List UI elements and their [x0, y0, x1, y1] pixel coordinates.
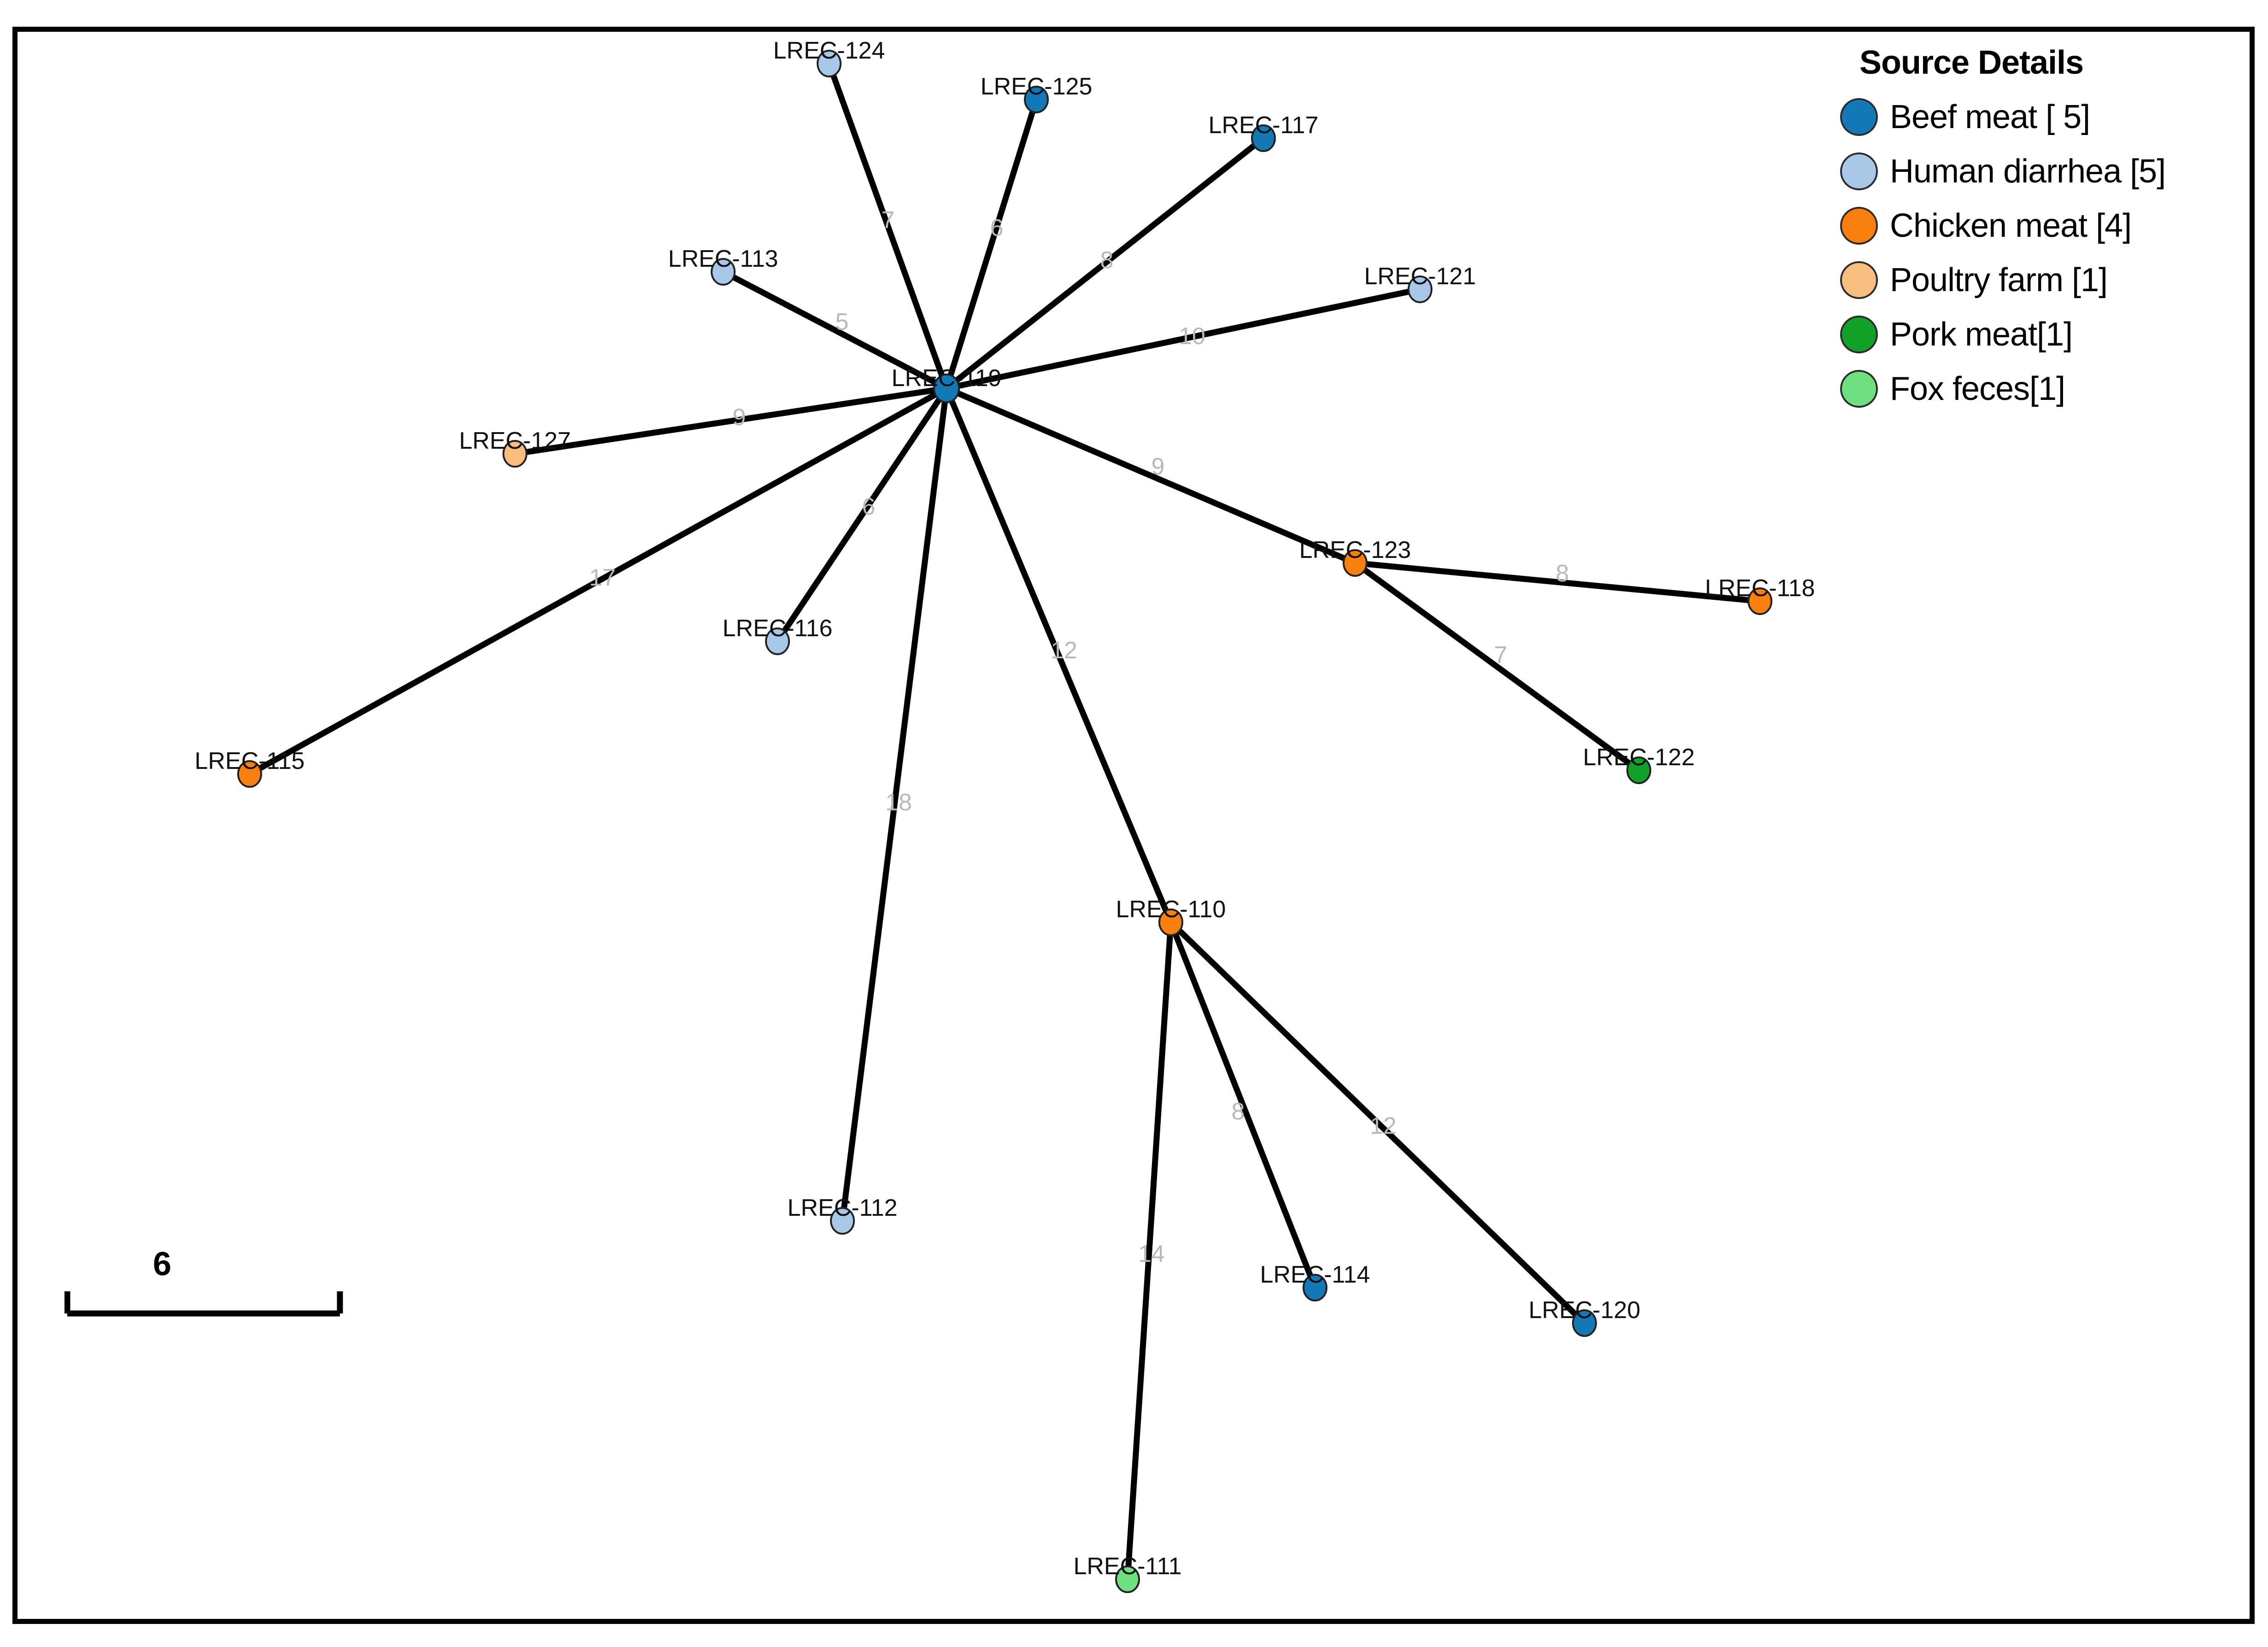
scale-bar: 6: [64, 1246, 350, 1331]
node-LREC-115[interactable]: [237, 760, 262, 788]
edges-layer: [246, 60, 1763, 1583]
node-label-LREC-112: LREC-112: [787, 1195, 898, 1221]
edge-LREC-123-LREC-118: [1352, 560, 1763, 604]
edge-weight-label: 17: [589, 564, 616, 591]
edge-weight-label: 5: [835, 309, 849, 335]
edge-weight-label: 8: [1555, 560, 1569, 587]
edge-LREC-110-LREC-114: [1168, 919, 1318, 1291]
legend-item-3[interactable]: Poultry farm [1]: [1840, 253, 2227, 307]
node-label-LREC-110: LREC-110: [1116, 896, 1226, 923]
node-label-LREC-125: LREC-125: [980, 73, 1093, 100]
node-LREC-110[interactable]: [1158, 908, 1183, 936]
edge-weight-label: 18: [885, 789, 912, 816]
node-LREC-114[interactable]: [1303, 1274, 1327, 1301]
edge-weight-label: 14: [1138, 1241, 1165, 1267]
edge-weight-label: 7: [881, 207, 895, 234]
edge-LREC-119-LREC-124: [826, 60, 950, 392]
edge-weight-label: 8: [1100, 247, 1114, 274]
edge-LREC-119-LREC-127: [512, 385, 950, 457]
legend-item-1[interactable]: Human diarrhea [5]: [1840, 144, 2227, 199]
edge-weight-label: 7: [1494, 642, 1508, 668]
legend-item-label: Beef meat [ 5]: [1890, 99, 2090, 135]
node-label-LREC-118: LREC-118: [1705, 575, 1815, 602]
node-label-LREC-113: LREC-113: [668, 246, 778, 272]
edge-LREC-110-LREC-111: [1124, 919, 1174, 1583]
edge-weight-label: 9: [732, 404, 746, 431]
figure-frame: [12, 27, 2255, 1624]
node-label-LREC-124: LREC-124: [773, 37, 885, 64]
node-label-LREC-111: LREC-111: [1073, 1553, 1182, 1580]
legend-item-label: Fox feces[1]: [1890, 370, 2065, 407]
legend-title: Source Details: [1859, 44, 2084, 81]
edge-weight-label: 10: [1179, 323, 1205, 350]
legend-item-4[interactable]: Pork meat[1]: [1840, 307, 2227, 362]
legend-swatch-icon: [1840, 152, 1878, 190]
node-LREC-124[interactable]: [817, 50, 842, 77]
node-label-LREC-121: LREC-121: [1364, 263, 1476, 290]
legend-item-label: Human diarrhea [5]: [1890, 153, 2166, 190]
legend-item-label: Poultry farm [1]: [1890, 262, 2108, 299]
edge-LREC-123-LREC-122: [1352, 560, 1642, 774]
node-LREC-116[interactable]: [765, 627, 790, 655]
edge-LREC-119-LREC-113: [720, 269, 950, 392]
edge-weight-label: 12: [1370, 1113, 1397, 1139]
legend: Source Details Beef meat [ 5] Human diarr…: [1840, 44, 2227, 416]
node-LREC-122[interactable]: [1626, 756, 1651, 784]
legend-swatch-icon: [1840, 207, 1878, 245]
node-label-LREC-119: LREC-119: [891, 365, 1002, 392]
legend-swatch-icon: [1840, 261, 1878, 299]
node-LREC-118[interactable]: [1748, 587, 1772, 615]
legend-item-2[interactable]: Chicken meat [4]: [1840, 199, 2227, 253]
nodes-layer: [237, 50, 1772, 1593]
legend-item-0[interactable]: Beef meat [ 5]: [1840, 90, 2227, 144]
edge-LREC-119-LREC-121: [943, 286, 1423, 392]
node-label-LREC-122: LREC-122: [1583, 744, 1695, 771]
scale-bar-label: 6: [153, 1246, 172, 1283]
edge-weight-label: 6: [990, 215, 1004, 241]
legend-swatch-icon: [1840, 316, 1878, 353]
edge-weight-label: 12: [1051, 637, 1077, 664]
edge-LREC-119-LREC-125: [943, 96, 1040, 392]
edge-LREC-119-LREC-123: [943, 385, 1358, 566]
node-LREC-112[interactable]: [830, 1207, 855, 1235]
node-LREC-127[interactable]: [503, 440, 527, 468]
edge-LREC-119-LREC-110: [943, 385, 1174, 926]
node-label-LREC-114: LREC-114: [1260, 1261, 1370, 1288]
node-LREC-123[interactable]: [1343, 549, 1368, 577]
legend-item-5[interactable]: Fox feces[1]: [1840, 362, 2227, 416]
node-LREC-121[interactable]: [1408, 275, 1432, 303]
edge-LREC-119-LREC-117: [943, 135, 1267, 392]
edge-LREC-119-LREC-116: [774, 385, 950, 645]
legend-item-label: Pork meat[1]: [1890, 316, 2073, 353]
edge-weight-label: 9: [1151, 453, 1165, 480]
legend-swatch-icon: [1840, 370, 1878, 408]
node-label-LREC-123: LREC-123: [1299, 537, 1411, 563]
node-label-LREC-127: LREC-127: [459, 428, 571, 454]
edge-LREC-119-LREC-112: [839, 385, 950, 1224]
legend-item-label: Chicken meat [4]: [1890, 207, 2132, 244]
edge-weight-label: 8: [1231, 1098, 1245, 1125]
node-LREC-117[interactable]: [1251, 124, 1276, 152]
node-LREC-120[interactable]: [1572, 1309, 1597, 1337]
node-LREC-111[interactable]: [1115, 1565, 1140, 1593]
scale-bar-graphic: [64, 1291, 343, 1317]
node-LREC-113[interactable]: [711, 258, 736, 286]
edge-weight-label: 6: [862, 493, 876, 520]
node-LREC-125[interactable]: [1024, 86, 1049, 113]
legend-swatch-icon: [1840, 98, 1878, 136]
node-label-LREC-115: LREC-115: [194, 748, 305, 774]
edge-LREC-119-LREC-115: [246, 385, 950, 777]
node-label-LREC-117: LREC-117: [1208, 112, 1319, 139]
node-label-LREC-116: LREC-116: [722, 615, 833, 642]
edge-LREC-110-LREC-120: [1168, 919, 1588, 1326]
legend-rows: Beef meat [ 5] Human diarrhea [5] Chicken …: [1840, 90, 2227, 416]
node-LREC-119[interactable]: [933, 373, 960, 404]
node-label-LREC-120: LREC-120: [1528, 1297, 1641, 1324]
